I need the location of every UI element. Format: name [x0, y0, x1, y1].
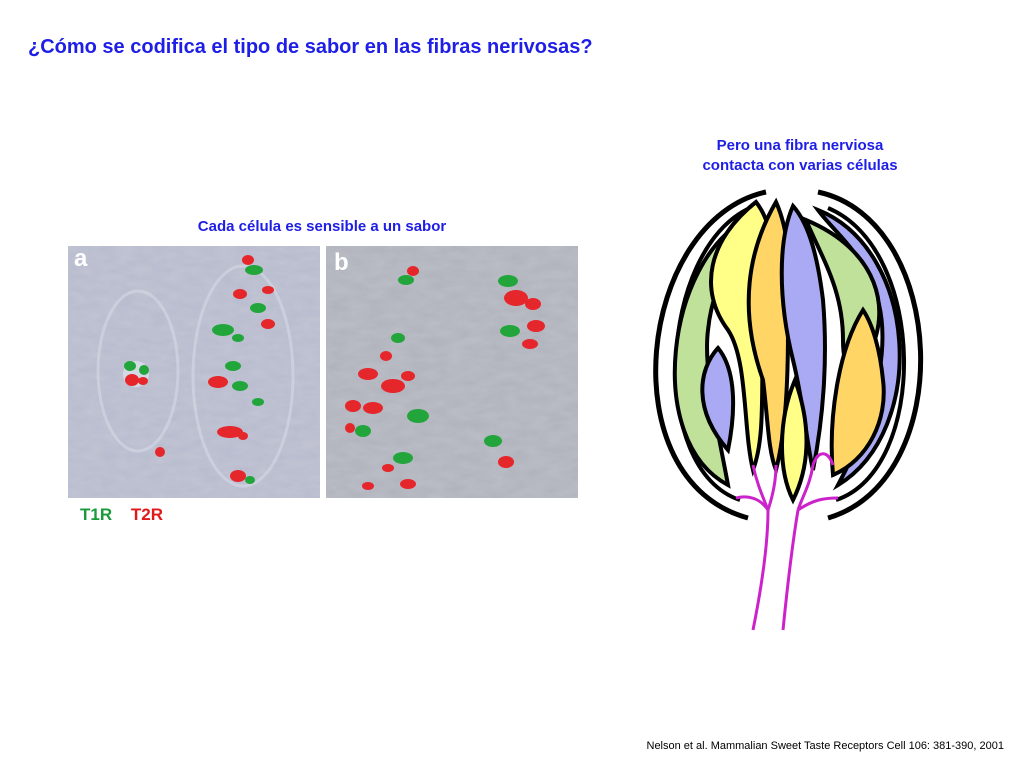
taste-cell-yellow-center	[780, 374, 809, 505]
taste-bud-caption: Pero una fibra nerviosa contacta con var…	[640, 136, 960, 176]
micrograph-panel-b: b	[326, 246, 578, 498]
taste-cell-blue-left	[700, 344, 736, 455]
receptor-legend: T1R T2R	[80, 505, 177, 525]
micrograph-panel-a: a	[68, 246, 320, 498]
panel-a-label: a	[74, 246, 88, 272]
taste-bud-caption-line2: contacta con varias células	[702, 157, 898, 174]
citation: Nelson et al. Mammalian Sweet Taste Rece…	[646, 740, 1005, 752]
nerve-fiber	[735, 452, 839, 631]
legend-t1r: T1R	[80, 505, 113, 524]
panel-b-label: b	[334, 249, 349, 276]
micrograph-image: a b	[68, 246, 578, 498]
legend-t2r: T2R	[130, 505, 163, 524]
taste-bud-outer-wall-right	[817, 189, 924, 521]
micrograph-caption: Cada célula es sensible a un sabor	[197, 218, 447, 235]
taste-cell-orange-right	[829, 306, 886, 478]
taste-bud-outer-wall-left	[653, 189, 767, 521]
taste-bud-caption-line1: Pero una fibra nerviosa	[716, 137, 884, 154]
taste-bud-diagram	[653, 189, 924, 631]
slide-title: ¿Cómo se codifica el tipo de sabor en la…	[28, 36, 593, 58]
